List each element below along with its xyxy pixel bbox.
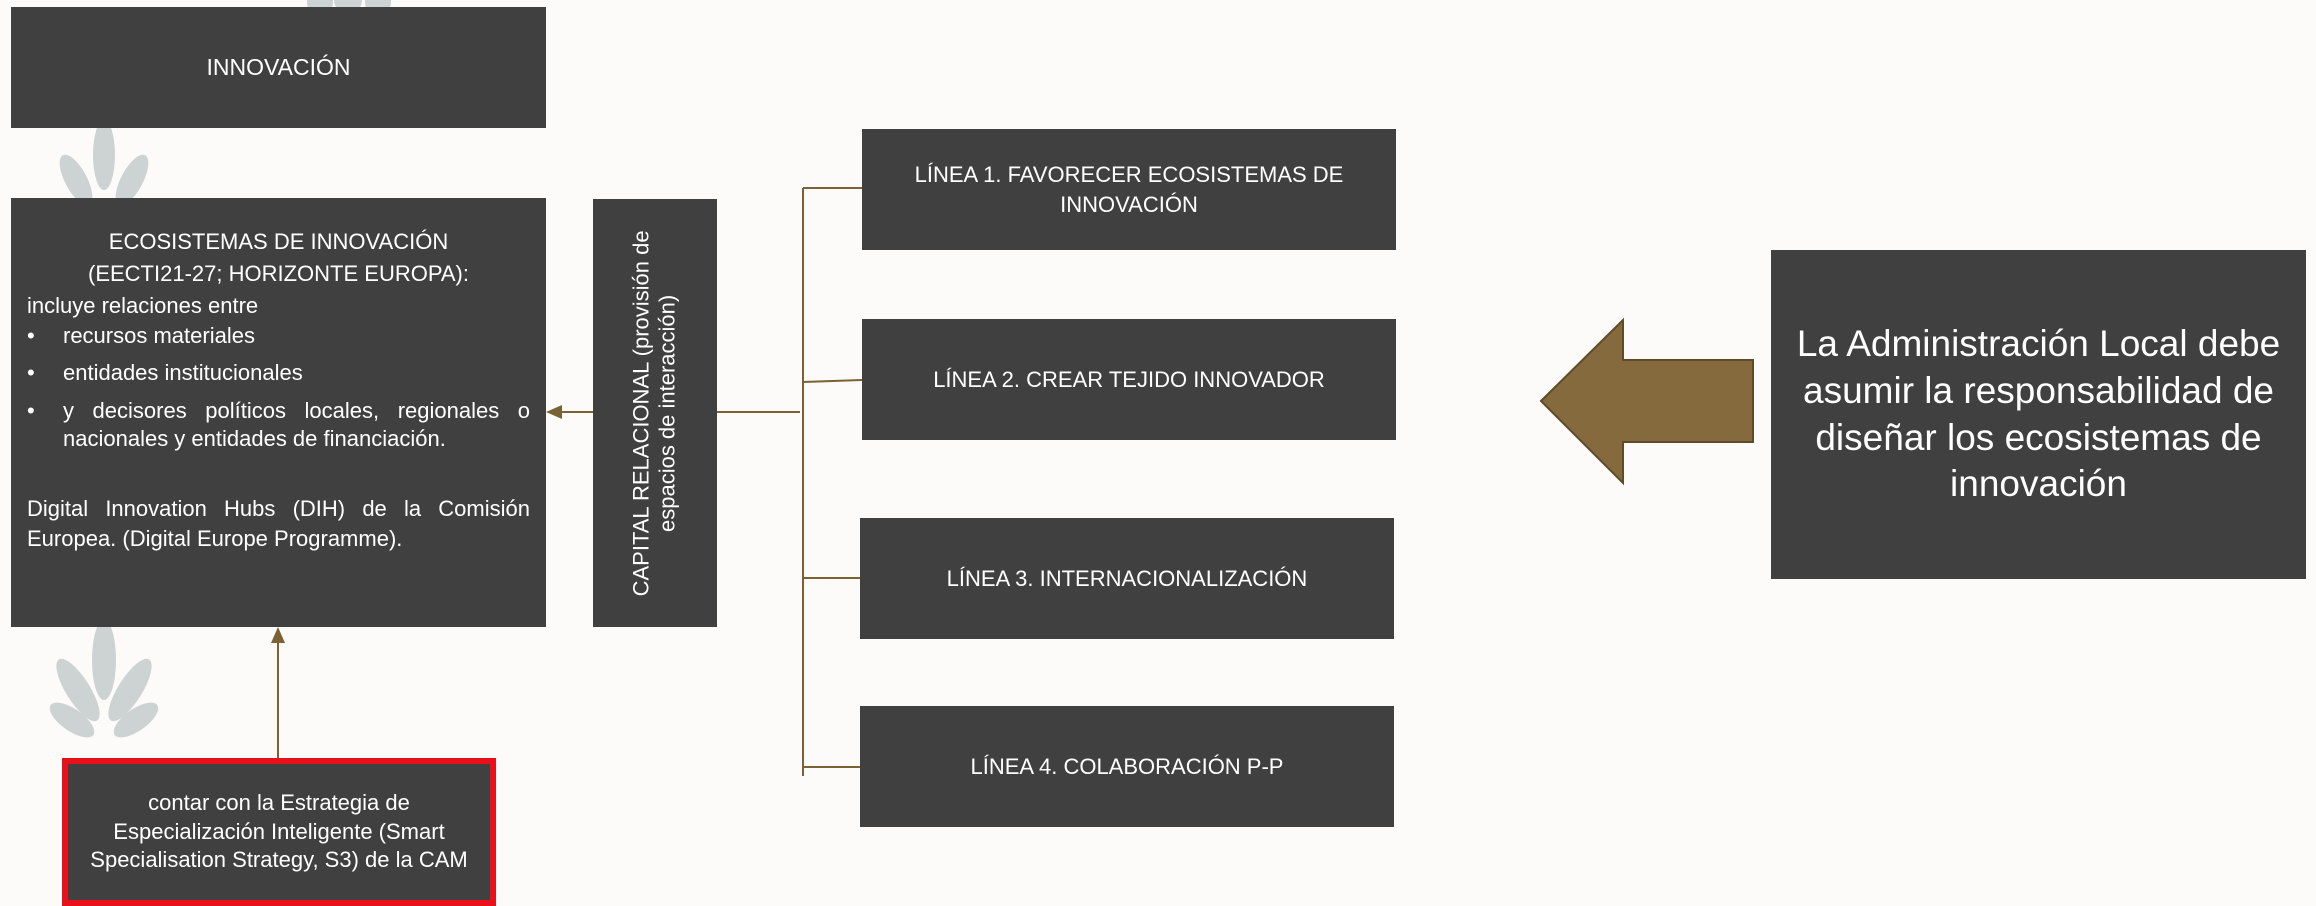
ecosystems-box: ECOSISTEMAS DE INNOVACIÓN (EECTI21-27; H… xyxy=(11,198,546,627)
ecosystems-footer: Digital Innovation Hubs (DIH) de la Comi… xyxy=(27,496,530,551)
ecosystems-subheading: (EECTI21-27; HORIZONTE EUROPA): xyxy=(88,260,469,286)
responsibility-box: La Administración Local debe asumir la r… xyxy=(1771,250,2306,579)
capital-label-line-2: espacios de interacción) xyxy=(655,294,680,532)
connector-line-2 xyxy=(802,379,863,383)
list-item: recursos materiales xyxy=(27,322,530,351)
leaf-shape xyxy=(93,120,115,190)
capital-relational-box: CAPITAL RELACIONAL (provisión de espacio… xyxy=(593,199,717,627)
list-item: y decisores políticos locales, regionale… xyxy=(27,397,530,454)
leaf-shape xyxy=(56,658,100,722)
line-3-label: LÍNEA 3. INTERNACIONALIZACIÓN xyxy=(946,565,1308,591)
line-4-box: LÍNEA 4. COLABORACIÓN P-P xyxy=(860,706,1394,827)
innovation-title: INNOVACIÓN xyxy=(206,54,351,80)
arrow-head-left xyxy=(546,405,562,419)
leaf-shape xyxy=(108,658,152,722)
capital-relational-label: CAPITAL RELACIONAL (provisión de espacio… xyxy=(629,230,682,596)
capital-label-line-1: CAPITAL RELACIONAL (provisión de xyxy=(628,230,654,596)
responsibility-text: La Administración Local debe asumir la r… xyxy=(1796,322,2281,505)
line-4-label: LÍNEA 4. COLABORACIÓN P-P xyxy=(970,753,1284,779)
arrow-head-up xyxy=(271,627,285,643)
ecosystems-heading: ECOSISTEMAS DE INNOVACIÓN xyxy=(108,229,449,254)
innovation-title-box: INNOVACIÓN xyxy=(11,7,546,128)
ecosystems-bullet-list: recursos materiales entidades institucio… xyxy=(27,322,530,454)
leaf-shape xyxy=(113,702,159,738)
line-2-label: LÍNEA 2. CREAR TEJIDO INNOVADOR xyxy=(933,366,1325,392)
big-left-arrow xyxy=(1539,317,1754,486)
s3-strategy-box: contar con la Estrategia de Especializac… xyxy=(62,758,496,906)
list-item: entidades institucionales xyxy=(27,359,530,388)
s3-strategy-text: contar con la Estrategia de Especializac… xyxy=(90,790,468,873)
leaf-shape xyxy=(115,154,149,206)
line-3-box: LÍNEA 3. INTERNACIONALIZACIÓN xyxy=(860,518,1394,639)
line-1-label: LÍNEA 1. FAVORECER ECOSISTEMAS DE INNOVA… xyxy=(914,161,1344,217)
line-1-box: LÍNEA 1. FAVORECER ECOSISTEMAS DE INNOVA… xyxy=(862,129,1396,250)
leaf-shape xyxy=(59,154,93,206)
leaf-shape xyxy=(49,702,95,738)
leaf-shape xyxy=(92,620,116,700)
line-2-box: LÍNEA 2. CREAR TEJIDO INNOVADOR xyxy=(862,319,1396,440)
ecosystems-intro: incluye relaciones entre xyxy=(27,292,259,318)
